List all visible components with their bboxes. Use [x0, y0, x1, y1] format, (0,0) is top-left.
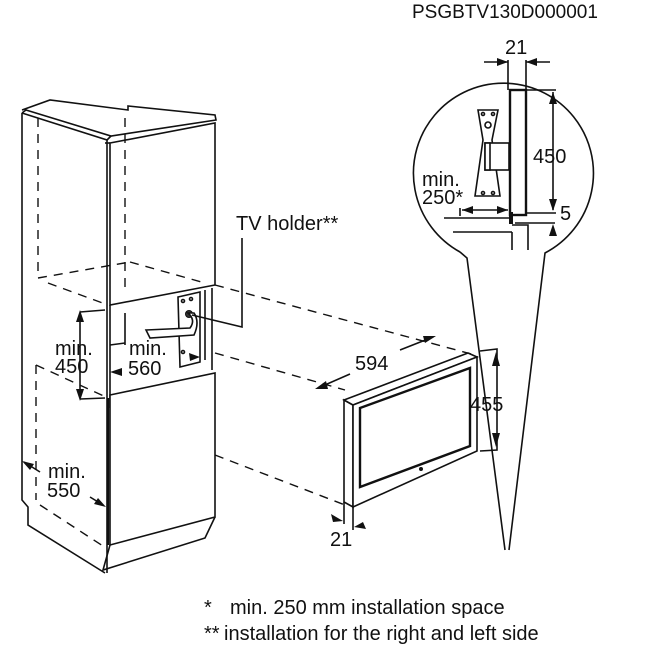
tv-depth-value: 21: [330, 529, 352, 551]
footnote-2-mark: **: [204, 623, 220, 645]
detail-gap-value: 5: [560, 203, 571, 225]
niche-height-prefix: min.: [55, 338, 93, 360]
cabinet-depth-dimension: min. 550: [22, 461, 106, 507]
tv-holder-callout: TV holder**: [191, 213, 338, 329]
footnote-2-text: installation for the right and left side: [224, 623, 539, 645]
tv-holder-label: TV holder**: [236, 213, 338, 235]
niche-height-dimension: min. 450: [55, 309, 106, 401]
tv-holder-bracket: [144, 290, 201, 369]
tall-cabinet: [21, 99, 217, 574]
guide-line-bottom: [214, 454, 346, 506]
footnote-1-text: min. 250 mm installation space: [230, 597, 505, 619]
tv-panel-section: [508, 88, 528, 217]
cabinet-top-rim: [21, 99, 217, 137]
detail-thickness-value: 21: [505, 37, 527, 59]
niche-depth-dimension: min. 560: [110, 338, 200, 380]
detail-view: 21 450 5 min. 250*: [412, 37, 595, 551]
niche-height-value: 450: [55, 356, 88, 378]
tv-depth-dimension: 21: [330, 502, 366, 551]
detail-clearance-prefix: min.: [422, 169, 460, 191]
detail-clearance-value: 250*: [422, 187, 463, 209]
cabinet-depth-prefix: min.: [48, 461, 86, 483]
footnote-1-mark: *: [204, 597, 212, 619]
cabinet-side-panel: [21, 113, 106, 574]
detail-height-value: 450: [533, 146, 566, 168]
upper-door: [109, 122, 216, 306]
tv-width-value: 594: [355, 353, 388, 375]
niche-depth-value: 560: [128, 358, 161, 380]
cabinet-depth-value: 550: [47, 480, 80, 502]
document-code: PSGBTV130D000001: [412, 2, 598, 23]
lower-door: [109, 372, 216, 547]
niche-depth-prefix: min.: [129, 338, 167, 360]
footnotes: * min. 250 mm installation space ** inst…: [204, 597, 539, 645]
guide-line-top: [214, 284, 476, 356]
tv-unit: [342, 352, 480, 509]
tv-width-dimension: 594: [315, 336, 436, 389]
